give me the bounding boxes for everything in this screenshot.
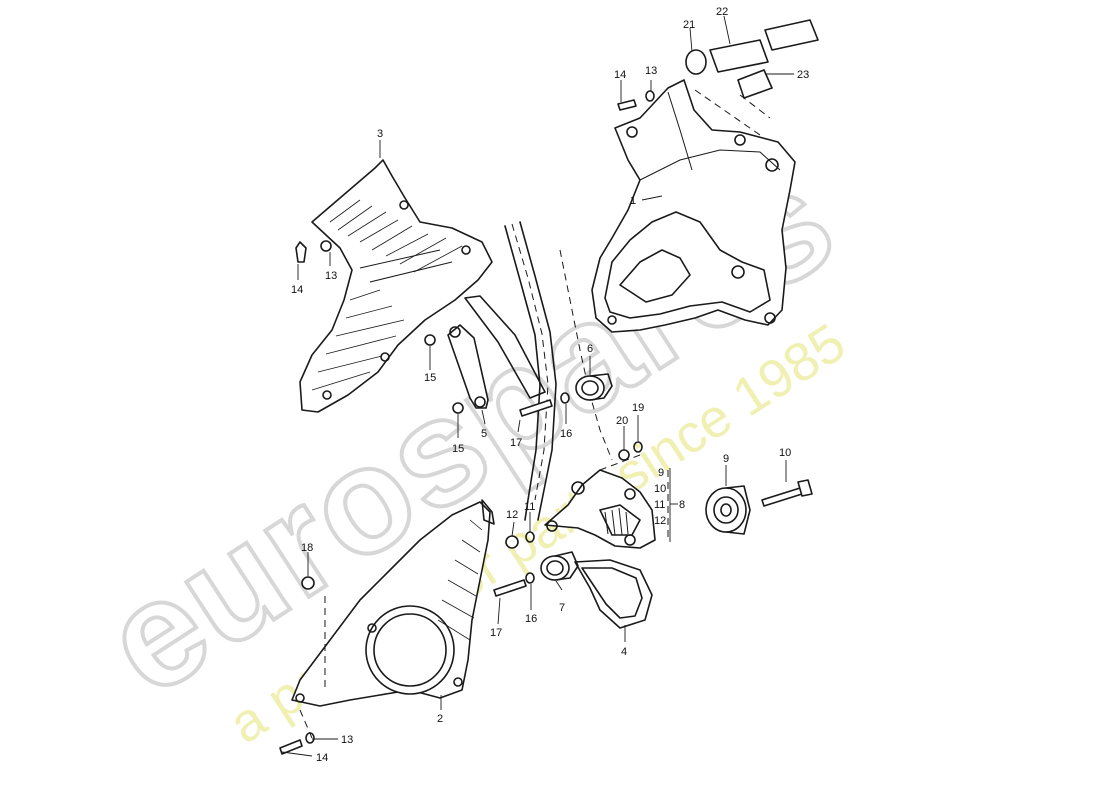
part-6-idler-roller[interactable] [575, 373, 613, 401]
alignment-lines [299, 89, 771, 739]
nut-20 [618, 449, 630, 461]
washer-19 [633, 441, 643, 453]
bolt-17-upper [519, 399, 553, 417]
callout-12-b: 12 [654, 515, 666, 527]
callout-18: 18 [301, 542, 313, 554]
washer-13-top [645, 90, 655, 102]
callout-19: 19 [632, 402, 644, 414]
bolt-14-left [295, 241, 307, 263]
callout-11-b: 11 [654, 499, 665, 511]
nut-12 [505, 535, 519, 549]
callout-17-b: 17 [490, 627, 502, 639]
callout-6: 6 [587, 343, 593, 355]
callout-16-a: 16 [560, 428, 572, 440]
part-1-rear-belt-housing[interactable] [591, 79, 796, 333]
callout-5: 5 [481, 428, 487, 440]
part-2-lower-belt-cover[interactable] [291, 499, 495, 707]
washer-13-left [320, 240, 332, 252]
callout-3: 3 [377, 128, 383, 140]
callout-16-b: 16 [525, 613, 537, 625]
callout-22: 22 [716, 6, 728, 18]
callout-14-b: 14 [291, 284, 303, 296]
callout-14-c: 14 [316, 752, 328, 764]
bolt-14-bottom [279, 739, 303, 755]
hardware-parts[interactable] [279, 19, 819, 755]
callout-11-a: 11 [524, 501, 535, 513]
callout-12-a: 12 [506, 509, 518, 521]
part-8-tensioner-assembly[interactable] [544, 469, 656, 549]
callout-13-c: 13 [341, 734, 353, 746]
callout-21: 21 [683, 19, 695, 31]
hose-22-a [709, 39, 769, 73]
bolt-17-lower [493, 579, 527, 597]
washer-16-lower [525, 572, 535, 584]
callout-17-a: 17 [510, 437, 522, 449]
callout-20: 20 [616, 415, 628, 427]
callout-4: 4 [621, 646, 627, 658]
part-3-upper-belt-cover[interactable] [299, 159, 493, 413]
part-7-idler-roller[interactable] [540, 551, 579, 581]
callout-9-a: 9 [658, 467, 664, 479]
callout-1: 1 [630, 195, 636, 207]
bolt-14-top [617, 99, 637, 111]
hose-22-b [764, 19, 819, 51]
clamp-21 [685, 49, 707, 75]
callout-14-a: 14 [614, 69, 626, 81]
callout-10-b: 10 [779, 447, 791, 459]
leader-lines [281, 15, 794, 757]
part-5-bracket[interactable] [447, 324, 489, 409]
callout-8: 8 [679, 499, 685, 511]
part-10-bolt[interactable] [761, 479, 813, 507]
nut-15-upper [424, 334, 436, 346]
callout-labels: 1 2 3 4 5 6 7 8 9 9 10 10 11 11 12 12 13… [291, 6, 809, 764]
part-4-toothed-belt[interactable] [464, 221, 653, 629]
hose-23 [737, 69, 773, 99]
callout-9-b: 9 [723, 453, 729, 465]
callout-2: 2 [437, 713, 443, 725]
part-9-sprocket[interactable] [705, 485, 751, 535]
callout-15-b: 15 [452, 443, 464, 455]
callout-13-b: 13 [325, 270, 337, 282]
callout-13-a: 13 [645, 65, 657, 77]
callout-15-a: 15 [424, 372, 436, 384]
nut-15-lower [452, 402, 464, 414]
callout-23: 23 [797, 69, 809, 81]
callout-10-a: 10 [654, 483, 666, 495]
washer-16-upper [560, 392, 570, 404]
plug-18 [301, 576, 315, 590]
callout-7: 7 [559, 602, 565, 614]
